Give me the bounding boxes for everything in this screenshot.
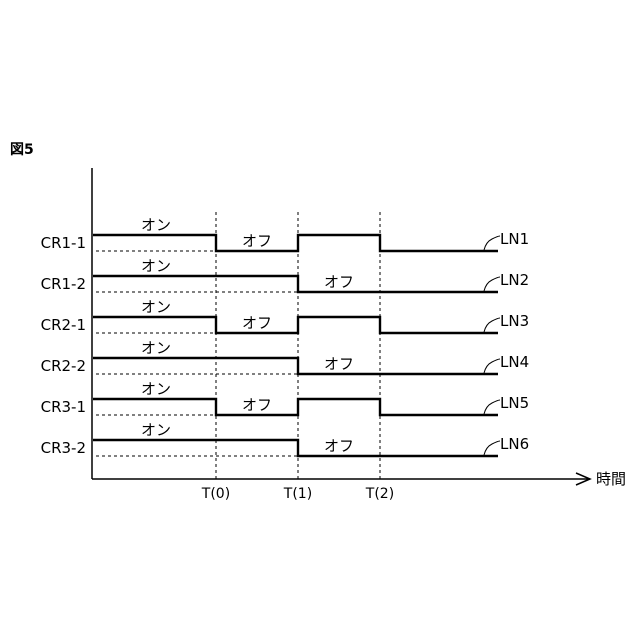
signal-row: CR1-2 オンオフ LN2 xyxy=(41,257,530,293)
signal-waveform xyxy=(93,235,498,251)
line-label: LN3 xyxy=(500,312,529,330)
line-label: LN2 xyxy=(500,271,529,289)
signal-row: CR3-2 オンオフ LN6 xyxy=(41,421,530,457)
line-leader xyxy=(484,359,500,373)
signal-waveform xyxy=(93,358,498,374)
signal-waveform xyxy=(93,276,498,292)
signal-waveform xyxy=(93,440,498,456)
signal-row: CR3-1 オンオフ LN5 xyxy=(41,380,530,416)
line-leader xyxy=(484,277,500,291)
line-leader xyxy=(484,441,500,455)
off-state-label: オフ xyxy=(242,232,272,250)
on-state-label: オン xyxy=(141,298,171,316)
on-state-label: オン xyxy=(141,339,171,357)
line-leader xyxy=(484,236,500,250)
off-state-label: オフ xyxy=(324,273,354,291)
on-state-label: オン xyxy=(141,216,171,234)
signal-row: CR1-1 オンオフ LN1 xyxy=(41,216,530,252)
off-state-label: オフ xyxy=(324,355,354,373)
signal-rows: CR1-1オンオフLN1CR1-2オンオフLN2CR2-1オンオフLN3CR2-… xyxy=(41,216,530,457)
line-label: LN5 xyxy=(500,394,529,412)
time-axis-label: 時間 xyxy=(596,470,626,488)
signal-name: CR1-1 xyxy=(41,234,86,252)
on-state-label: オン xyxy=(141,421,171,439)
signal-row: CR2-2 オンオフ LN4 xyxy=(41,339,530,375)
on-state-label: オン xyxy=(141,380,171,398)
line-leader xyxy=(484,400,500,414)
signal-name: CR3-1 xyxy=(41,398,86,416)
figure-label: 図5 xyxy=(10,142,34,158)
line-leader xyxy=(484,318,500,332)
line-label: LN6 xyxy=(500,435,529,453)
off-state-label: オフ xyxy=(324,437,354,455)
time-mark-labels: T(0) T(1) T(2) xyxy=(201,486,394,502)
signal-waveform xyxy=(93,399,498,415)
line-label: LN4 xyxy=(500,353,529,371)
line-label: LN1 xyxy=(500,230,529,248)
signal-name: CR1-2 xyxy=(41,275,86,293)
signal-name: CR3-2 xyxy=(41,439,86,457)
on-state-label: オン xyxy=(141,257,171,275)
off-state-label: オフ xyxy=(242,396,272,414)
time-mark-label-1: T(1) xyxy=(283,486,312,502)
signal-name: CR2-2 xyxy=(41,357,86,375)
time-mark-label-2: T(2) xyxy=(365,486,394,502)
signal-waveform xyxy=(93,317,498,333)
off-state-label: オフ xyxy=(242,314,272,332)
signal-name: CR2-1 xyxy=(41,316,86,334)
signal-row: CR2-1 オンオフ LN3 xyxy=(41,298,530,334)
time-mark-label-0: T(0) xyxy=(201,486,230,502)
